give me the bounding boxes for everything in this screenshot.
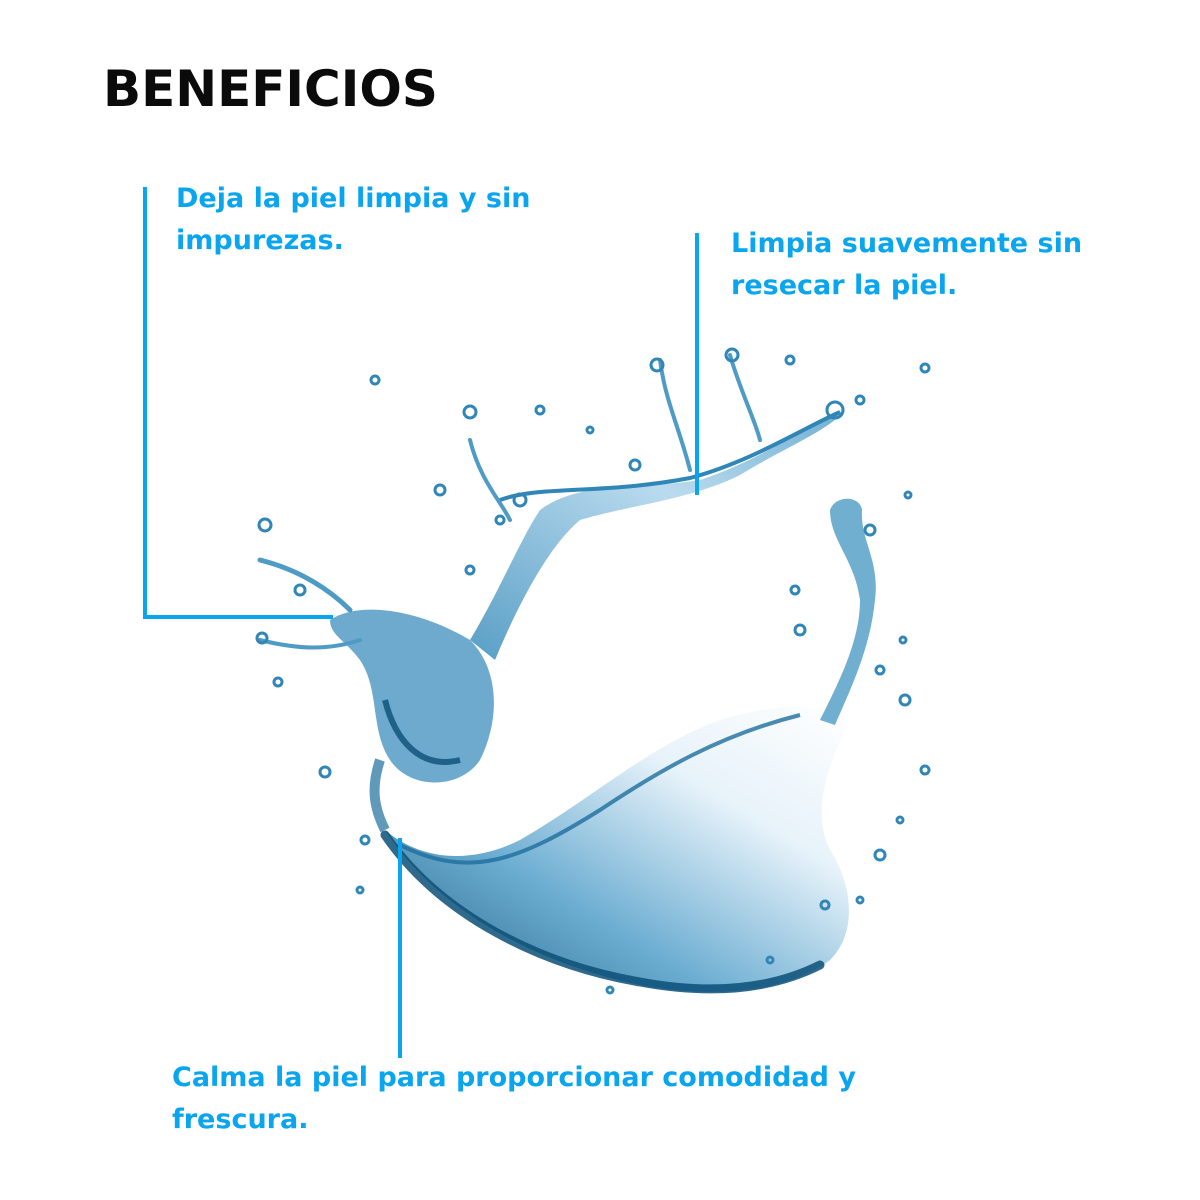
callout-2-line-1: Limpia suavemente sin xyxy=(731,228,1083,259)
callout-3-line-1: Calma la piel para proporcionar comodida… xyxy=(172,1062,856,1093)
callout-1-line-2: impurezas. xyxy=(176,225,344,256)
callout-1-line-1: Deja la piel limpia y sin xyxy=(176,183,531,214)
callout-2-vertical-line xyxy=(695,233,699,495)
callout-2-text: Limpia suavemente sin resecar la piel. xyxy=(731,223,1082,307)
callout-3-text: Calma la piel para proporcionar comodida… xyxy=(172,1057,856,1141)
callout-3-vertical-line xyxy=(398,838,402,1058)
page-title: BENEFICIOS xyxy=(103,60,438,118)
callout-1-horizontal-line xyxy=(143,615,333,619)
callout-1-text: Deja la piel limpia y sin impurezas. xyxy=(176,178,530,262)
callout-1-vertical-line xyxy=(143,187,147,619)
callout-2-line-2: resecar la piel. xyxy=(731,270,958,301)
callout-3-line-2: frescura. xyxy=(172,1104,309,1135)
